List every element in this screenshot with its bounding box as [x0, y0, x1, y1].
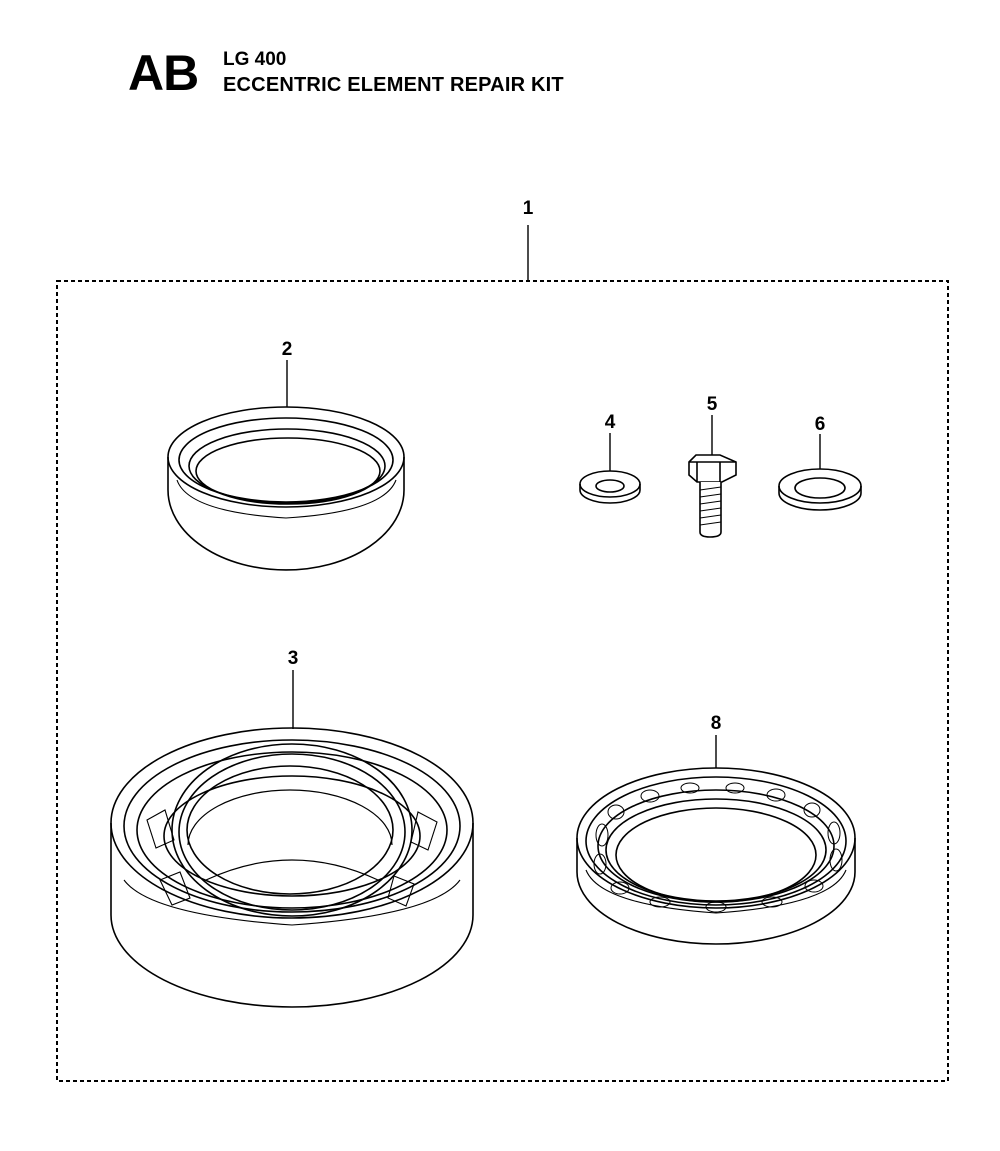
section-code: AB	[128, 45, 199, 101]
callout-1: 1	[523, 198, 534, 219]
model-name: LG 400	[223, 49, 287, 70]
callout-8: 8	[711, 713, 722, 734]
callout-6: 6	[815, 414, 826, 435]
part-bolt	[688, 454, 737, 538]
part-washer-small	[579, 470, 641, 504]
kit-boundary	[56, 280, 949, 1082]
part-seal-ring	[167, 406, 405, 571]
page-title: ECCENTRIC ELEMENT REPAIR KIT	[223, 74, 564, 96]
part-bearing-thin	[576, 767, 856, 945]
callout-3: 3	[288, 648, 299, 669]
callout-2: 2	[282, 339, 293, 360]
part-washer-medium	[778, 468, 862, 511]
callout-5: 5	[707, 394, 718, 415]
callout-4: 4	[605, 412, 616, 433]
part-bearing-large	[110, 727, 474, 1008]
